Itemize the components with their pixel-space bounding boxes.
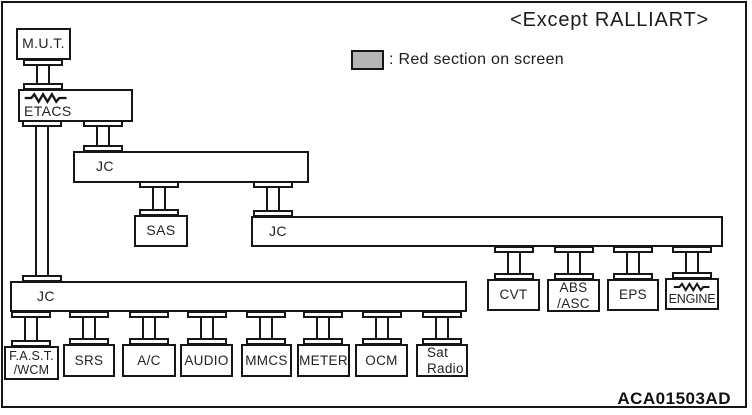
node-audio: AUDIO	[180, 344, 233, 377]
connector-jc3-mmcs	[246, 311, 286, 345]
connector-mut-etacs	[23, 59, 63, 90]
connector-jc3-sat-radio	[422, 311, 462, 345]
diagram-title: <Except RALLIART>	[510, 9, 709, 31]
node-label: ABS /ASC	[557, 280, 590, 311]
figure-code: ACA01503AD	[617, 389, 731, 408]
node-label: SRS	[74, 352, 104, 368]
node-label: EPS	[619, 287, 647, 303]
connector-jc3-meter	[303, 311, 343, 345]
node-label: JC	[269, 222, 287, 239]
node-label: Sat Radio	[427, 345, 464, 376]
node-label: ENGINE	[668, 292, 716, 306]
node-mmcs: MMCS	[241, 344, 292, 377]
node-fast-wcm: F.A.S.T. /WCM	[4, 346, 59, 380]
legend-label: : Red section on screen	[389, 51, 564, 68]
node-label: AUDIO	[184, 352, 229, 368]
node-ac: A/C	[122, 344, 176, 377]
node-engine: ENGINE	[665, 278, 719, 310]
node-etacs: ETACS	[18, 89, 133, 122]
legend: : Red section on screen	[351, 50, 564, 70]
node-eps: EPS	[607, 279, 659, 311]
resistor-squiggle-icon	[24, 91, 67, 104]
connector-jc1-jc2	[253, 181, 293, 217]
node-srs: SRS	[63, 344, 115, 377]
node-label: F.A.S.T. /WCM	[9, 349, 54, 377]
node-jc-3: JC	[10, 281, 467, 312]
node-label: JC	[37, 287, 55, 304]
connector-jc2-abs-asc	[554, 246, 594, 280]
node-label: A/C	[137, 352, 161, 368]
node-meter: METER	[297, 344, 350, 377]
node-jc-2: JC	[251, 216, 723, 247]
node-label: CVT	[499, 287, 528, 303]
connector-jc3-fast-wcm	[11, 311, 51, 347]
node-ocm: OCM	[355, 344, 408, 377]
connector-jc3-ac	[129, 311, 169, 345]
connector-jc3-srs	[69, 311, 109, 345]
node-jc-1: JC	[73, 151, 309, 183]
node-abs-asc: ABS /ASC	[547, 279, 600, 312]
node-label: ETACS	[24, 102, 72, 119]
node-mut: M.U.T.	[16, 28, 71, 60]
resistor-squiggle-icon	[673, 282, 710, 292]
node-label: SAS	[146, 222, 176, 239]
node-label: M.U.T.	[22, 35, 65, 52]
connector-jc2-eps	[613, 246, 653, 280]
node-sas: SAS	[134, 215, 188, 247]
node-label: METER	[299, 352, 348, 368]
node-label: MMCS	[245, 352, 288, 368]
connector-jc3-ocm	[362, 311, 402, 345]
connector-etacs-jc3	[22, 120, 62, 282]
connector-jc2-engine	[672, 246, 712, 279]
legend-swatch	[351, 50, 384, 70]
node-label: JC	[96, 158, 114, 175]
node-sat-radio: Sat Radio	[416, 344, 468, 377]
connector-jc3-audio	[187, 311, 227, 345]
node-cvt: CVT	[487, 279, 540, 311]
node-label: OCM	[365, 352, 398, 368]
connector-jc2-cvt	[494, 246, 534, 280]
connector-etacs-jc1	[83, 120, 123, 152]
connector-jc1-sas	[139, 181, 179, 216]
